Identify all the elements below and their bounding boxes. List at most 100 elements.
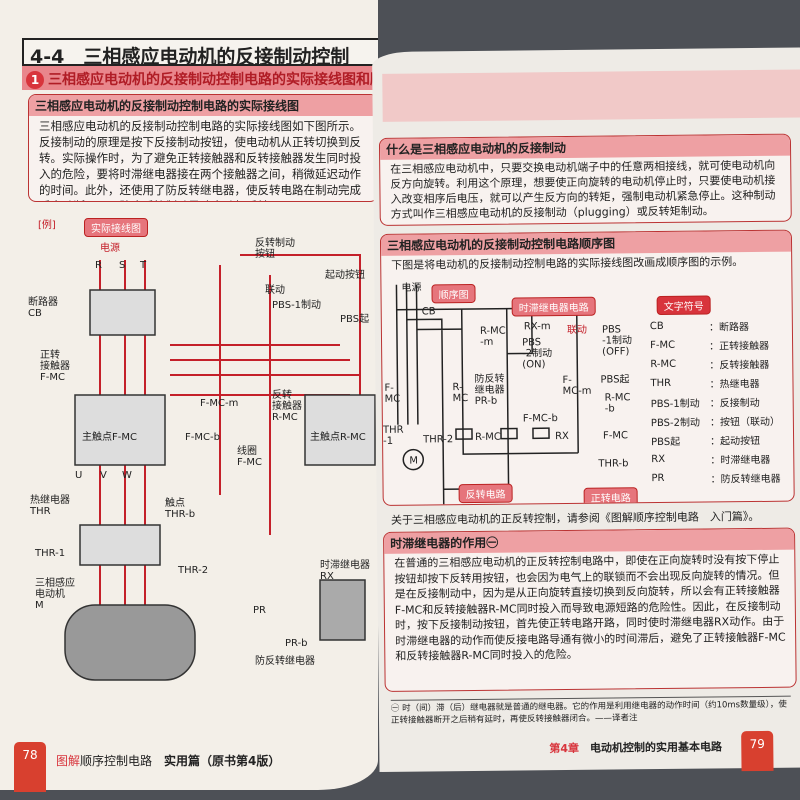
seq-label-linked: 联动 — [566, 324, 587, 336]
motor-device — [64, 604, 196, 681]
label-r: R — [95, 260, 102, 271]
seq-coil-rmc: R-MC — [474, 431, 501, 443]
seq-label-pbs2: PBS -2制动 (ON) — [521, 337, 553, 371]
seq-label-thr-b: THR-b — [598, 458, 629, 470]
seq-label-thr1: THR -1 — [382, 424, 404, 447]
seq-label-pbs-start: PBS起 — [600, 374, 630, 386]
label-pbs1: PBS-1制动 — [272, 300, 322, 311]
legend-row: PBS起：起动按钮 — [651, 435, 761, 449]
sequence-box: 三相感应电动机的反接制动控制电路顺序图 下图是将电动机的反接制动控制电路的实际接… — [379, 229, 795, 506]
tag-forward-circuit: 正转电路 — [583, 487, 638, 506]
right-page: 什么是三相感应电动机的反接制动 在三相感应电动机中，只要交换电动机端子中的任意两… — [372, 47, 800, 772]
page-number-right: 79 — [741, 730, 774, 772]
seq-label-fmc-m: F- MC-m — [562, 374, 592, 398]
label-thr2: THR-2 — [178, 565, 209, 576]
label-s: S — [119, 260, 126, 271]
footer-brand: 图解 — [56, 754, 81, 768]
seq-label-pbs1: PBS -1制动 (OFF) — [601, 324, 633, 358]
label-brake-button: 反转制动 按钮 — [255, 238, 295, 260]
legend-row: RX：时滞继电器 — [651, 453, 771, 467]
label-linked: 联动 — [265, 285, 285, 296]
timer-relay-box-text: 在普通的三相感应电动机的正反转控制电路中，即使在正向旋转时没有按下停止按钮却按下… — [394, 552, 786, 663]
seq-label-fmc: F- MC — [384, 382, 401, 405]
legend-row: THR：热继电器 — [650, 377, 760, 391]
fwd-contactor-device — [74, 394, 166, 466]
tag-reverse-circuit: 反转电路 — [458, 483, 513, 504]
label-contact: 触点 THR-b — [165, 498, 196, 520]
label-thermal: 热继电器 THR — [30, 495, 70, 517]
footer-volume: 实用篇（原书第4版） — [164, 754, 281, 768]
plugging-box: 什么是三相感应电动机的反接制动 在三相感应电动机中，只要交换电动机端子中的任意两… — [378, 133, 792, 226]
label-thr1: THR-1 — [35, 548, 66, 559]
label-pbs-start: PBS起 — [340, 314, 370, 325]
wiring-box-text: 三相感应电动机的反接制动控制电路的实际接线图如下图所示。反接制动的原理是按下反接… — [39, 119, 361, 201]
label-breaker: 断路器 CB — [28, 297, 58, 319]
label-pr-b: PR-b — [285, 638, 308, 649]
footer-left: 图解顺序控制电路 实用篇（原书第4版） — [56, 752, 280, 769]
label-coil: 线圈 F-MC — [237, 446, 262, 468]
label-anti-rev: 防反转继电器 — [255, 656, 315, 667]
seq-coil-rx: RX — [554, 430, 569, 443]
tag-timer-circuit: 时滞继电器电路 — [511, 296, 596, 317]
wiring-diagram-tag: 实际接线图 — [84, 218, 148, 237]
top-band — [382, 69, 800, 122]
label-fmc-b: F-MC-b — [185, 432, 220, 443]
label-pr: PR — [253, 605, 266, 616]
rev-contactor-device — [304, 394, 376, 466]
legend-row: PR：防反转继电器 — [651, 472, 781, 486]
legend-row: PBS-1制动：反接制动 — [650, 397, 760, 411]
label-power: 电源 — [100, 243, 120, 254]
legend-row: CB：断路器 — [649, 320, 750, 334]
label-start-button: 起动按钮 — [325, 270, 365, 281]
seq-label-thr2: THR-2 — [423, 434, 454, 446]
label-v: V — [100, 470, 107, 481]
label-main-rmc: 主触点R-MC — [310, 432, 366, 443]
label-t: T — [140, 260, 147, 271]
label-timer: 时滞继电器 RX — [320, 560, 370, 582]
seq-label-rmc: R- MC — [452, 382, 469, 405]
legend-title: 文字符号 — [656, 295, 711, 316]
footer-right: 第4章 电动机控制的实用基本电路 — [549, 738, 722, 756]
timer-relay-box: 时滞继电器的作用㊀ 在普通的三相感应电动机的正反转控制电路中，即使在正向旋转时没… — [383, 527, 797, 692]
seq-label-rmc-m: R-MC -m — [479, 325, 506, 348]
section-number: 1 — [26, 71, 44, 89]
example-label: [例] — [38, 220, 56, 231]
seq-label-cb: CB — [421, 306, 436, 318]
chapter-title: 电动机控制的实用基本电路 — [589, 740, 723, 755]
legend-row: F-MC：正转接触器 — [650, 339, 770, 353]
timer-relay-device — [319, 579, 366, 641]
label-u: U — [75, 470, 83, 481]
chapter-number: 第4章 — [549, 741, 580, 756]
wiring-diagram — [64, 254, 376, 681]
tag-sequence: 顺序图 — [431, 283, 476, 304]
seq-label-fmc-b: F-MC-b — [522, 413, 558, 425]
legend-row: R-MC：反转接触器 — [650, 358, 770, 372]
thermal-relay-device — [79, 524, 161, 566]
seq-label-pr-b: 防反转 继电器 PR-b — [474, 373, 505, 407]
page-number-left: 78 — [14, 742, 46, 792]
footnote: ㊀ 时（间）滞（后）继电器就是普通的继电器。它的作用是利用继电器的动作时间（约1… — [390, 695, 792, 727]
seq-coil-fmc: F-MC — [602, 430, 629, 442]
chapter-heading: 4-4 三相感应电动机的反接制动控制 — [22, 38, 378, 68]
footer-title: 顺序控制电路 — [80, 754, 153, 768]
seq-label-rmc-b: R-MC -b — [604, 392, 631, 415]
legend-table: CB：断路器 F-MC：正转接触器 R-MC：反转接触器 THR：热继电器 PB… — [644, 315, 787, 489]
seq-label-motor: M — [409, 455, 418, 467]
label-w: W — [122, 470, 132, 481]
reference-note: 关于三相感应电动机的正反转控制，请参阅《图解顺序控制电路 入门篇》。 — [390, 509, 760, 527]
seq-label-power: 电源 — [401, 282, 422, 294]
plugging-box-text: 在三相感应电动机中，只要交换电动机端子中的任意两相接线，就可使电动机向反方向旋转… — [390, 158, 776, 221]
breaker-device — [89, 289, 156, 336]
section-title: 三相感应电动机的反接制动控制电路的实际接线图和顺序图 — [48, 72, 378, 88]
label-fwd-contactor: 正转 接触器 F-MC — [40, 350, 70, 383]
label-main-fmc: 主触点F-MC — [82, 432, 137, 443]
label-fmc-m: F-MC-m — [200, 398, 239, 409]
wiring-box-title: 三相感应电动机的反接制动控制电路的实际接线图 — [29, 95, 377, 116]
wiring-intro-box: 三相感应电动机的反接制动控制电路的实际接线图 三相感应电动机的反接制动控制电路的… — [28, 94, 378, 202]
legend-row: PBS-2制动：按钮（联动） — [650, 416, 781, 430]
label-motor: 三相感应 电动机 M — [35, 578, 75, 611]
seq-label-rx-m: RX-m — [523, 321, 551, 333]
label-rev-contactor: 反转 接触器 R-MC — [272, 390, 302, 423]
